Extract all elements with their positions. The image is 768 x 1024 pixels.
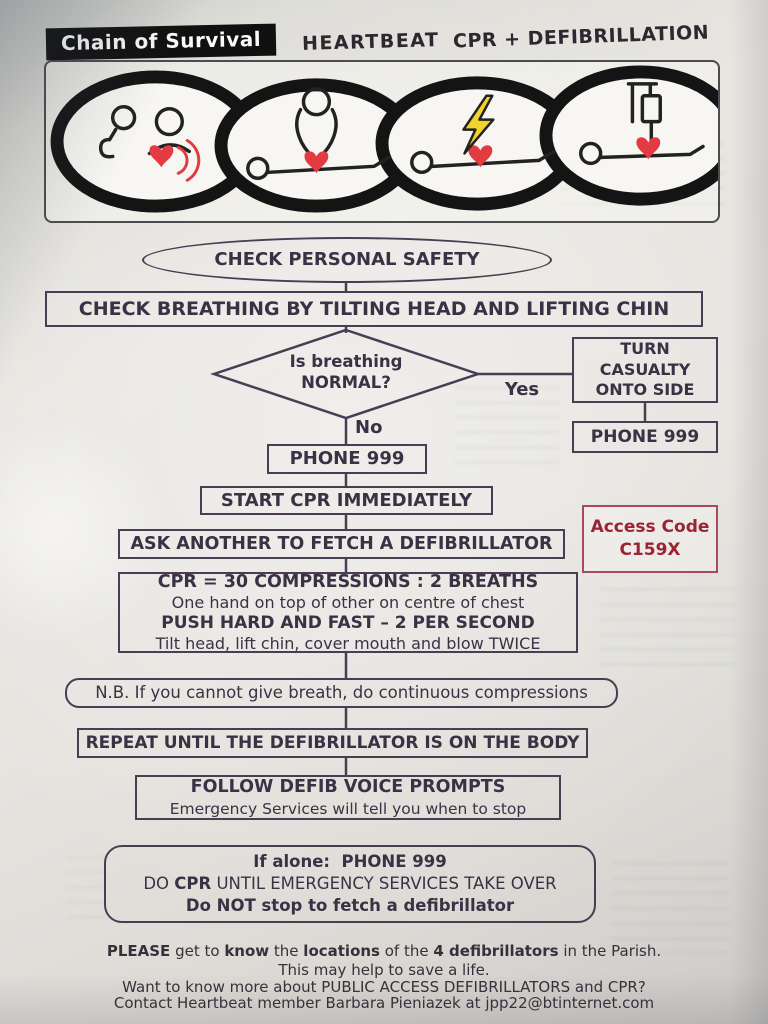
node-turn-casualty-onto-side: TURN CASUALTY ONTO SIDE [572,337,718,403]
node-phone-999-side: PHONE 999 [572,421,718,453]
ghost-showthrough [600,588,735,672]
branch-label-yes: Yes [504,379,540,400]
chain-of-survival-graphic [50,65,742,213]
footer-locations-line: PLEASE get to know the locations of the … [0,942,768,960]
if-alone-cpr-pre: DO [143,873,175,893]
node-fetch-defibrillator: ASK ANOTHER TO FETCH A DEFIBRILLATOR [118,529,565,559]
footer-contact-line: Contact Heartbeat member Barbara Pieniaz… [113,994,655,1012]
if-alone-no-fetch-text: Do NOT stop to fetch a defibrillator [185,896,515,916]
footer-of-the: of the [379,942,434,960]
title-badge: Chain of Survival [45,23,277,61]
cpr-ratio-text: CPR = 30 COMPRESSIONS : 2 BREATHS [157,571,539,592]
if-alone-phone-text: If alone: PHONE 999 [253,851,447,871]
decision-is-breathing-normal: Is breathing NORMAL? [289,352,403,392]
call-for-help-icon [98,104,201,182]
node-if-alone: If alone: PHONE 999 DO CPR UNTIL EMERGEN… [104,845,596,923]
post-resuscitation-care-icon [579,82,705,166]
if-alone-cpr-bold: CPR [174,873,212,893]
early-cpr-icon [246,87,391,181]
footer-please: PLEASE [106,942,171,960]
cpr-breath-text: Tilt head, lift chin, cover mouth and bl… [155,633,541,653]
ghost-showthrough [66,856,108,926]
stop-instruction-text: Emergency Services will tell you when to… [169,799,527,818]
follow-prompts-text: FOLLOW DEFIB VOICE PROMPTS [190,777,506,798]
footer-4-defibrillators: 4 defibrillators [433,942,559,960]
access-code-box: Access Code C159X [582,505,718,573]
footer-the: the [269,942,304,960]
node-cpr-instructions: CPR = 30 COMPRESSIONS : 2 BREATHS One ha… [118,572,578,653]
node-phone-999: PHONE 999 [267,444,427,474]
footer-save-life-line: This may help to save a life. [278,961,490,979]
footer-know: know [224,942,270,960]
node-follow-voice-prompts: FOLLOW DEFIB VOICE PROMPTS Emergency Ser… [135,775,561,820]
node-nb-continuous-compressions: N.B. If you cannot give breath, do conti… [65,678,618,708]
footer-in-parish: in the Parish. [558,942,662,960]
node-repeat-until-defib: REPEAT UNTIL THE DEFIBRILLATOR IS ON THE… [77,728,588,758]
access-code-value: C159X [619,540,681,560]
ghost-showthrough [612,862,730,954]
footer-get-to: get to [170,942,225,960]
node-check-breathing: CHECK BREATHING BY TILTING HEAD AND LIFT… [45,291,703,327]
cpr-hand-position-text: One hand on top of other on centre of ch… [171,593,525,613]
if-alone-cpr-text: DO CPR UNTIL EMERGENCY SERVICES TAKE OVE… [143,873,556,895]
node-start-cpr: START CPR IMMEDIATELY [200,486,493,515]
node-check-personal-safety: CHECK PERSONAL SAFETY [142,237,552,283]
poster-subtitle: CPR + DEFIBRILLATION [452,21,710,53]
cpr-push-text: PUSH HARD AND FAST – 2 PER SECOND [161,612,535,633]
access-code-label: Access Code [590,517,710,538]
if-alone-cpr-post: UNTIL EMERGENCY SERVICES TAKE OVER [211,873,557,893]
org-name: HEARTBEAT [301,29,440,55]
early-defibrillation-icon [410,94,556,175]
footer-locations: locations [303,942,380,960]
branch-label-no: No [355,417,383,438]
chain-of-survival-panel [44,60,742,223]
footer-want-to-know-line: Want to know more about PUBLIC ACCESS DE… [122,978,646,996]
